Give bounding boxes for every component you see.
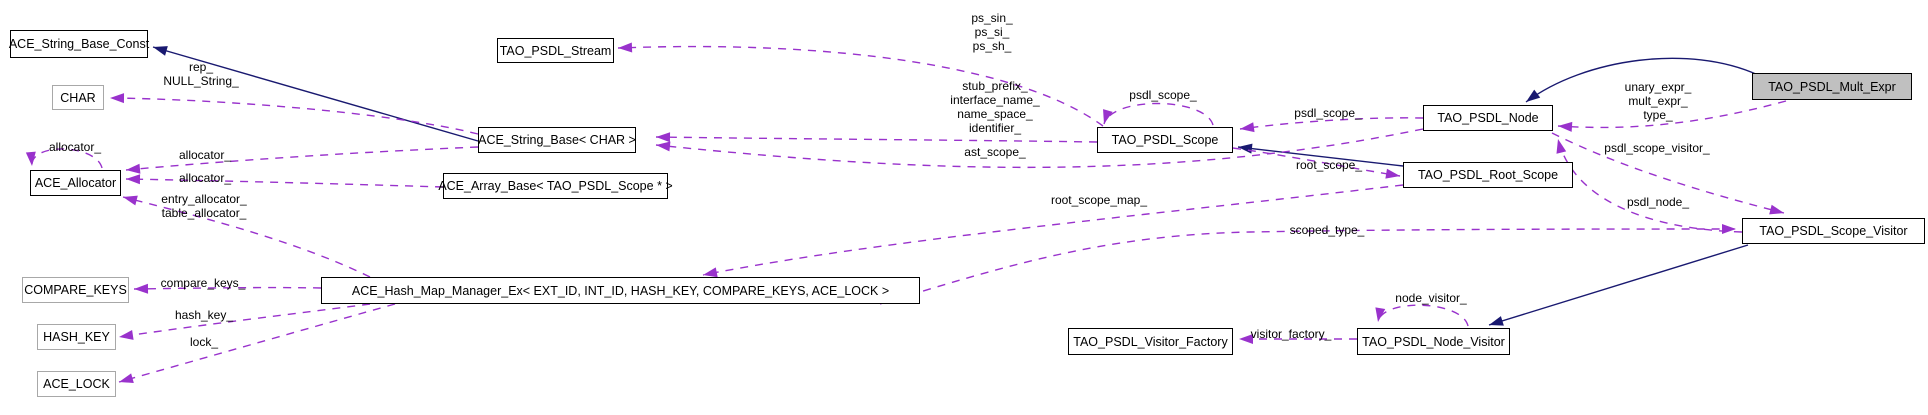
node-ace-hash-map-manager-ex[interactable]: ACE_Hash_Map_Manager_Ex< EXT_ID, INT_ID,…: [321, 277, 920, 304]
label-ps-streams: ps_sin_ ps_si_ ps_sh_: [971, 11, 1013, 53]
node-char[interactable]: CHAR: [52, 85, 104, 110]
label-root-scope: root_scope_: [1295, 158, 1363, 172]
edge-psdl-scope-visitor: [1551, 132, 1785, 215]
label-root-scope-map: root_scope_map_: [1050, 193, 1148, 207]
edge-root-scope-map: [702, 184, 1404, 278]
edge-hash-key: [118, 303, 371, 340]
label-visitor-factory: visitor_factory_: [1250, 327, 1332, 341]
node-compare-keys[interactable]: COMPARE_KEYS: [22, 277, 129, 303]
label-allocator-loop: allocator_: [48, 140, 102, 154]
label-psdl-scope: psdl_scope_: [1294, 106, 1362, 120]
edge-unary-mult-type: [1557, 100, 1787, 132]
label-hash-key: hash_key_: [174, 308, 234, 322]
node-ace-string-base-char[interactable]: ACE_String_Base< CHAR >: [478, 127, 636, 153]
label-rep-nullstring: rep_ NULL_String_: [163, 60, 239, 88]
node-tao-psdl-mult-expr: TAO_PSDL_Mult_Expr: [1752, 73, 1912, 100]
label-allocator-string: allocator_: [178, 148, 232, 162]
label-psdl-scope-visitor: psdl_scope_visitor_: [1604, 141, 1710, 155]
edge-inherit-scopevisitor-to-nodevisitor: [1488, 244, 1749, 326]
label-psdl-node: psdl_node_: [1626, 195, 1690, 209]
edge-root-scope: [1232, 147, 1401, 179]
node-tao-psdl-root-scope[interactable]: TAO_PSDL_Root_Scope: [1403, 162, 1573, 188]
label-ast-scope: ast_scope_: [964, 145, 1026, 159]
edge-allocator-self-loop: [25, 148, 103, 169]
node-ace-array-base[interactable]: ACE_Array_Base< TAO_PSDL_Scope * >: [438, 173, 673, 199]
label-node-visitor: node_visitor_: [1395, 291, 1467, 305]
edge-hashmap-allocator: [122, 195, 371, 278]
node-ace-lock[interactable]: ACE_LOCK: [37, 371, 116, 397]
edge-inherit-multexpr-to-node: [1525, 57, 1759, 103]
edge-scoped-type: [879, 224, 1737, 305]
node-tao-psdl-node-visitor[interactable]: TAO_PSDL_Node_Visitor: [1357, 328, 1510, 355]
edge-lock: [118, 303, 396, 384]
label-psdl-scope-loop: psdl_scope_: [1129, 88, 1197, 102]
label-scope-strings: stub_prefix_ interface_name_ name_space_…: [950, 79, 1040, 135]
edge-rep-nullstring: [109, 93, 479, 135]
edge-inherit-rootscope-to-scope: [1237, 143, 1404, 167]
edge-scope-strings: [655, 132, 1098, 143]
edge-node-visitor-self-loop: [1375, 304, 1469, 327]
node-tao-psdl-node[interactable]: TAO_PSDL_Node: [1423, 105, 1553, 131]
edge-arraybase-allocator: [125, 174, 444, 188]
label-lock: lock_: [189, 335, 219, 349]
node-hash-key[interactable]: HASH_KEY: [37, 324, 116, 350]
edge-psdl-node: [1556, 138, 1743, 233]
edge-psdl-scope-self-loop: [1103, 102, 1214, 126]
edge-compare-keys: [133, 283, 322, 294]
label-compare-keys: compare_keys_: [160, 276, 246, 290]
edge-node-psdl-scope: [1239, 117, 1424, 133]
node-tao-psdl-scope[interactable]: TAO_PSDL_Scope: [1097, 127, 1233, 153]
node-tao-psdl-visitor-factory[interactable]: TAO_PSDL_Visitor_Factory: [1068, 328, 1233, 355]
label-allocator-array: allocator_: [178, 171, 232, 185]
node-tao-psdl-stream[interactable]: TAO_PSDL_Stream: [497, 38, 614, 63]
edge-inherit-stringbase-to-stringbaseconst: [152, 46, 479, 142]
label-scoped-type: scoped_type_: [1289, 223, 1365, 237]
label-entry-table-allocator: entry_allocator_ table_allocator_: [161, 192, 247, 220]
label-unary-mult-type: unary_expr_ mult_expr_ type_: [1624, 80, 1692, 122]
edge-ps-streams: [617, 42, 1104, 127]
node-tao-psdl-scope-visitor[interactable]: TAO_PSDL_Scope_Visitor: [1742, 218, 1925, 244]
node-ace-allocator[interactable]: ACE_Allocator: [30, 170, 121, 196]
edge-stringbase-allocator: [125, 146, 479, 174]
node-ace-string-base-const[interactable]: ACE_String_Base_Const: [9, 30, 149, 58]
edge-ast-scope: [655, 128, 1424, 169]
